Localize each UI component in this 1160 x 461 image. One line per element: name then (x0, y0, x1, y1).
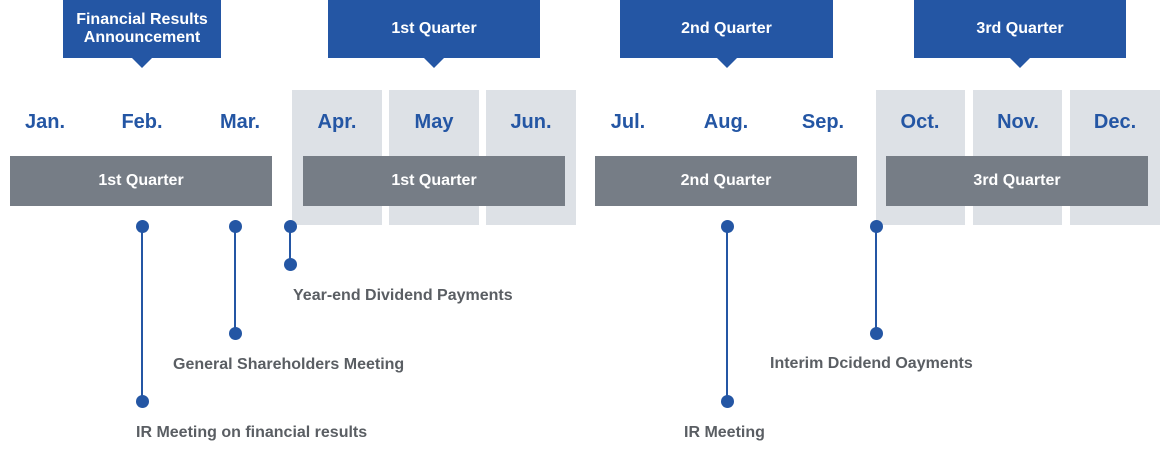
quarter-bar-jan-mar: 1st Quarter (10, 156, 272, 206)
month-jan: Jan. (24, 111, 66, 133)
q3-announcement-callout: 3rd Quarter (914, 0, 1126, 68)
callout-label: 2nd Quarter (681, 20, 772, 38)
year-end-dividend-start-dot (284, 220, 297, 233)
quarter-bar-oct-dec: 3rd Quarter (886, 156, 1148, 206)
q2-announcement-callout: 2nd Quarter (620, 0, 833, 68)
month-mar: Mar. (219, 111, 261, 133)
month-dec: Dec. (1093, 111, 1137, 133)
quarter-bar-jul-sep: 2nd Quarter (595, 156, 857, 206)
q1-announcement-callout: 1st Quarter (328, 0, 540, 68)
callout-label: 1st Quarter (391, 20, 477, 38)
quarter-bar-label: 1st Quarter (98, 172, 184, 189)
callout-arrow (1010, 58, 1030, 68)
ir-meeting-start-dot (721, 220, 734, 233)
year-end-dividend-connector-line (289, 226, 291, 266)
month-sep: Sep. (801, 111, 845, 133)
event-ir-meeting-results: IR Meeting on financial results (136, 424, 368, 441)
month-jul: Jul. (610, 111, 646, 133)
event-year-end-dividend: Year-end Dividend Payments (293, 287, 513, 304)
quarter-bar-label: 1st Quarter (391, 172, 477, 189)
interim-dividend-start-dot (870, 220, 883, 233)
callout-arrow (132, 58, 152, 68)
ir-results-start-dot (136, 220, 149, 233)
interim-dividend-end-dot (870, 327, 883, 340)
general-meeting-end-dot (229, 327, 242, 340)
ir-results-end-dot (136, 395, 149, 408)
month-aug: Aug. (703, 111, 749, 133)
month-jun: Jun. (510, 111, 552, 133)
month-may: May (414, 111, 454, 133)
ir-results-connector-line (141, 226, 143, 402)
callout-arrow (424, 58, 444, 68)
general-meeting-connector-line (234, 226, 236, 334)
month-nov: Nov. (997, 111, 1039, 133)
month-oct: Oct. (900, 111, 940, 133)
callout-label: 3rd Quarter (976, 20, 1064, 38)
callout-arrow (716, 58, 737, 68)
quarter-bar-label: 2nd Quarter (680, 172, 772, 189)
quarter-bar-label: 3rd Quarter (973, 172, 1061, 189)
general-meeting-start-dot (229, 220, 242, 233)
event-general-shareholders-meeting: General Shareholders Meeting (173, 356, 405, 373)
month-apr: Apr. (317, 111, 357, 133)
financial-results-announcement-callout: Financial Results Announcement (63, 0, 221, 68)
callout-label: Financial Results Announcement (76, 11, 208, 46)
interim-dividend-connector-line (875, 226, 877, 334)
month-feb: Feb. (121, 111, 163, 133)
event-ir-meeting: IR Meeting (684, 424, 765, 441)
ir-meeting-connector-line (726, 226, 728, 402)
ir-meeting-end-dot (721, 395, 734, 408)
quarter-bar-apr-jun: 1st Quarter (303, 156, 565, 206)
year-end-dividend-end-dot (284, 258, 297, 271)
event-interim-dividend: Interim Dcidend Oayments (770, 355, 973, 372)
